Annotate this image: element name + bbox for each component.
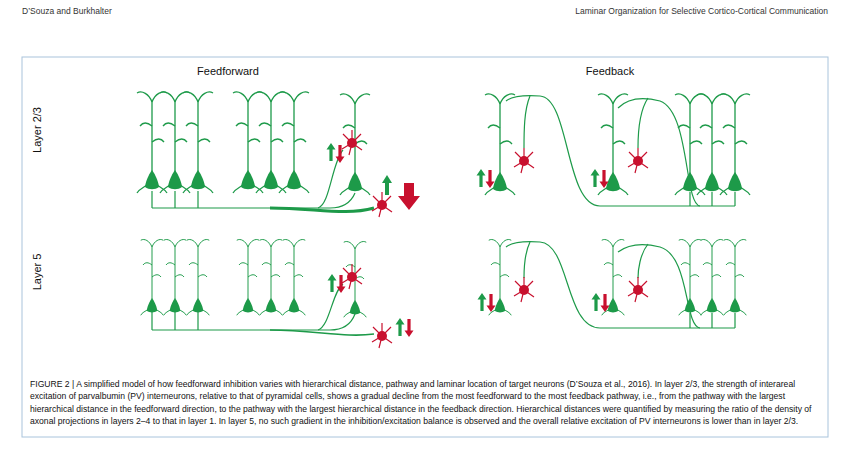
feedforward-layer23 — [137, 92, 420, 217]
feedforward-layer5 — [141, 240, 414, 348]
feedforward-layer5-part-part — [152, 314, 355, 330]
feedforward-layer23-part — [137, 92, 167, 193]
feedback-layer5-part-part — [618, 245, 700, 328]
feedback-layer23-part — [486, 170, 495, 188]
feedback-layer23-part-part — [506, 96, 735, 206]
feedforward-layer5-part — [405, 319, 414, 337]
running-header: Laminar Organization for Selective Corti… — [575, 6, 828, 16]
feedback-layer23-part — [514, 148, 534, 173]
feedback-layer23-part — [485, 94, 515, 195]
feedback-layer23-part — [697, 94, 727, 195]
feedforward-layer5-part — [141, 240, 164, 316]
feedforward-layer23-part — [233, 92, 263, 193]
feedforward-layer23-part — [279, 92, 309, 193]
feedforward-layer23-part — [398, 183, 420, 210]
feedback-layer5-part — [478, 293, 487, 311]
feedforward-layer5-part-part — [152, 312, 198, 330]
feedback-layer23-part — [628, 148, 648, 173]
feedforward-layer5-part-part — [187, 240, 210, 316]
feedforward-layer23-part — [327, 143, 336, 161]
running-header: D’Souza and Burkhalter — [22, 6, 112, 16]
feedback-layer5-part — [514, 277, 534, 302]
feedforward-layer5-part — [237, 240, 260, 316]
feedforward-layer23-part — [183, 92, 213, 193]
feedforward-layer5-part — [372, 323, 392, 348]
feedback-layer5-part — [724, 240, 747, 316]
feedforward-layer5-part-part — [141, 240, 164, 316]
feedback-layer23-part — [477, 169, 486, 187]
feedback-layer23-part — [591, 169, 600, 187]
column-title: Feedback — [586, 65, 634, 78]
feedforward-layer23-part — [340, 94, 370, 195]
feedforward-layer23-part — [256, 92, 286, 193]
figure-frame — [22, 57, 828, 437]
feedforward-layer23-part — [372, 192, 392, 217]
row-label: Layer 5 — [31, 254, 44, 291]
feedback-layer23 — [477, 94, 751, 206]
feedback-layer5-part — [701, 240, 724, 316]
figure-caption: FIGURE 2 | A simplified model of how fee… — [30, 378, 822, 428]
feedback-layer5-part-part — [679, 240, 702, 316]
feedforward-layer5-part — [260, 240, 283, 316]
feedback-layer5-part-part — [724, 240, 747, 316]
feedforward-layer23-part — [342, 130, 362, 155]
feedforward-layer5-part — [328, 274, 337, 292]
feedforward-layer5-part — [342, 264, 362, 289]
feedforward-layer5-part-part — [237, 240, 260, 316]
feedforward-layer5-part — [337, 275, 346, 293]
feedforward-layer5-part — [164, 240, 187, 316]
feedback-layer23-part-part — [524, 96, 530, 148]
feedback-layer5-part — [487, 294, 496, 312]
feedforward-layer23-part — [336, 145, 345, 163]
feedback-layer23-part — [600, 170, 609, 188]
feedforward-layer5-part-part — [283, 240, 306, 316]
feedforward-layer5-part-part — [164, 240, 187, 316]
feedforward-layer5-part-part — [270, 330, 374, 335]
feedback-layer23-part — [675, 94, 705, 195]
feedback-layer23-part-part — [638, 98, 648, 148]
feedforward-layer5-part — [187, 240, 210, 316]
feedforward-layer5-part — [396, 318, 405, 336]
feedforward-layer23-part — [160, 92, 190, 193]
feedforward-layer23-part-part — [270, 208, 374, 212]
row-label: Layer 2/3 — [31, 107, 44, 153]
feedback-layer5-part-part — [524, 242, 530, 278]
feedback-layer5-part — [592, 293, 601, 311]
feedforward-layer23-part — [382, 175, 392, 195]
feedback-layer23-part — [506, 96, 735, 206]
feedback-layer5-part — [628, 277, 648, 302]
feedback-layer5-part-part — [638, 244, 648, 278]
feedback-layer5-part — [679, 240, 702, 316]
feedback-layer23-part — [720, 94, 750, 195]
feedforward-layer5-part-part — [260, 240, 283, 316]
column-title: Feedforward — [197, 65, 259, 78]
feedback-layer23-part — [598, 94, 628, 195]
feedback-layer5-part — [601, 294, 610, 312]
feedforward-layer23-part-part — [152, 191, 198, 208]
feedback-layer5-part-part — [701, 240, 724, 316]
feedback-layer5 — [478, 240, 747, 328]
feedforward-layer5-part — [283, 240, 306, 316]
